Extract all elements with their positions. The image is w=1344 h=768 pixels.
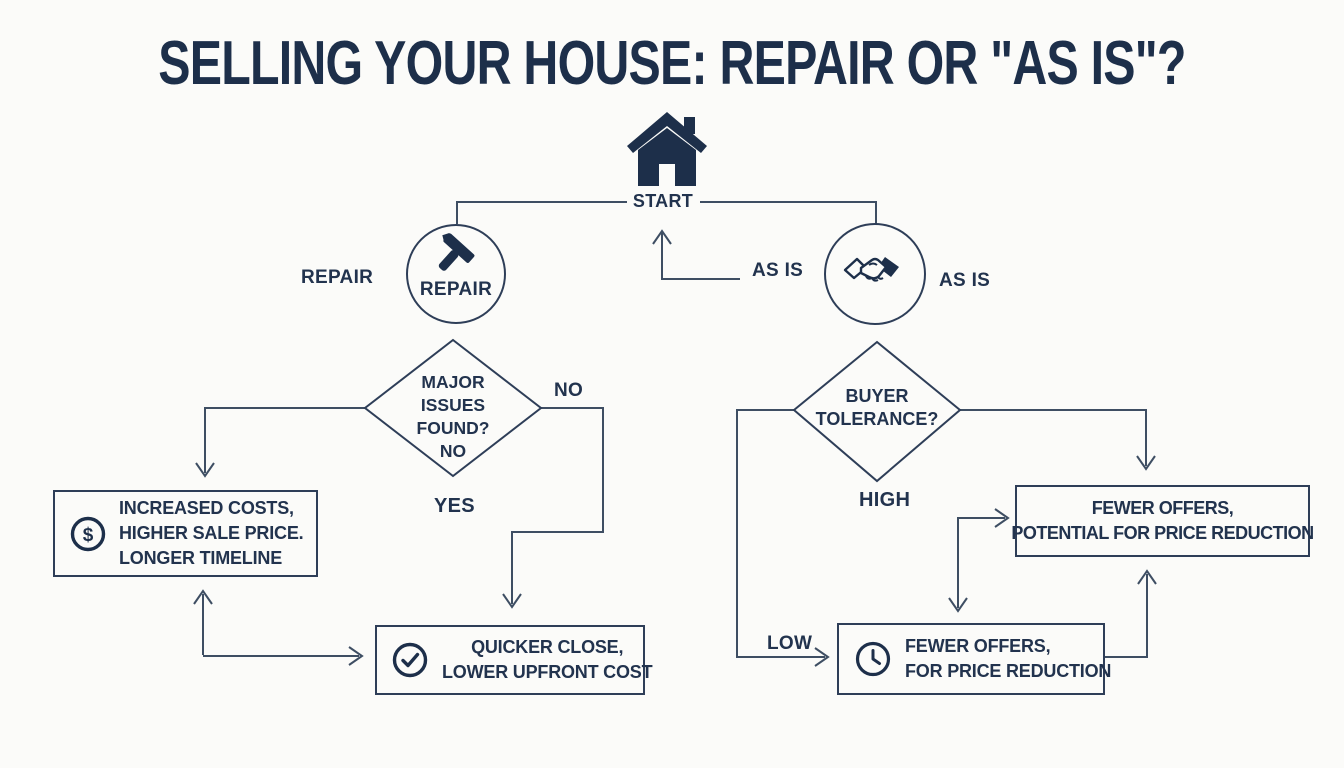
dollar-icon: $ (69, 515, 107, 553)
low-branch-label: LOW (767, 633, 813, 654)
check-icon (391, 641, 429, 679)
quicker-close-text: QUICKER CLOSE, LOWER UPFRONT COST (442, 635, 662, 685)
repair-node-label: REPAIR (419, 279, 493, 300)
box-line: FEWER OFFERS, (1091, 498, 1234, 518)
increased-costs-text: INCREASED COSTS, HIGHER SALE PRICE. LONG… (119, 496, 304, 571)
box-line: FOR PRICE REDUCTION (905, 661, 1112, 681)
house-icon (627, 112, 707, 188)
decision-line: MAJOR (421, 372, 485, 392)
page-title: SELLING YOUR HOUSE: REPAIR OR "AS IS"? (158, 29, 1186, 98)
buyer-tolerance-decision: BUYER TOLERANCE? (767, 385, 987, 431)
decision-line: ISSUES (420, 395, 486, 415)
box-line: POTENTIAL FOR PRICE REDUCTION (1011, 523, 1314, 543)
yes-branch-label: YES (434, 495, 475, 517)
fewer-offers-potential-box: FEWER OFFERS, POTENTIAL FOR PRICE REDUCT… (1011, 485, 1314, 557)
decision-line: NO (439, 441, 467, 461)
box-line: INCREASED COSTS, (119, 498, 294, 518)
decision-line: FOUND? (416, 418, 490, 438)
major-issues-decision: MAJOR ISSUES FOUND? NO (373, 371, 533, 463)
box-line: FEWER OFFERS, (905, 636, 1051, 656)
increased-costs-box: $ INCREASED COSTS, HIGHER SALE PRICE. LO… (53, 490, 318, 577)
as-is-outer-label: AS IS (939, 270, 991, 291)
fewer-offers-potential-text: FEWER OFFERS, POTENTIAL FOR PRICE REDUCT… (1011, 496, 1314, 546)
box-line: HIGHER SALE PRICE. (119, 523, 304, 543)
quicker-close-box: QUICKER CLOSE, LOWER UPFRONT COST (375, 625, 653, 695)
clock-icon (854, 640, 892, 678)
fewer-offers-price-box: FEWER OFFERS, FOR PRICE REDUCTION (837, 623, 1111, 695)
decision-line: BUYER (845, 386, 909, 406)
hammer-icon (433, 233, 479, 279)
handshake-icon (842, 250, 908, 298)
box-line: QUICKER CLOSE, (471, 637, 624, 657)
repair-branch-label: REPAIR (301, 267, 374, 288)
fewer-offers-price-text: FEWER OFFERS, FOR PRICE REDUCTION (905, 634, 1111, 684)
start-label: START (632, 191, 694, 211)
box-line: LOWER UPFRONT COST (442, 662, 653, 682)
high-branch-label: HIGH (859, 489, 911, 511)
box-line: LONGER TIMELINE (119, 548, 282, 568)
as-is-inner-label: AS IS (752, 260, 804, 281)
dollar-glyph: $ (83, 525, 94, 546)
no-branch-label: NO (554, 380, 584, 401)
decision-line: TOLERANCE? (815, 409, 939, 429)
